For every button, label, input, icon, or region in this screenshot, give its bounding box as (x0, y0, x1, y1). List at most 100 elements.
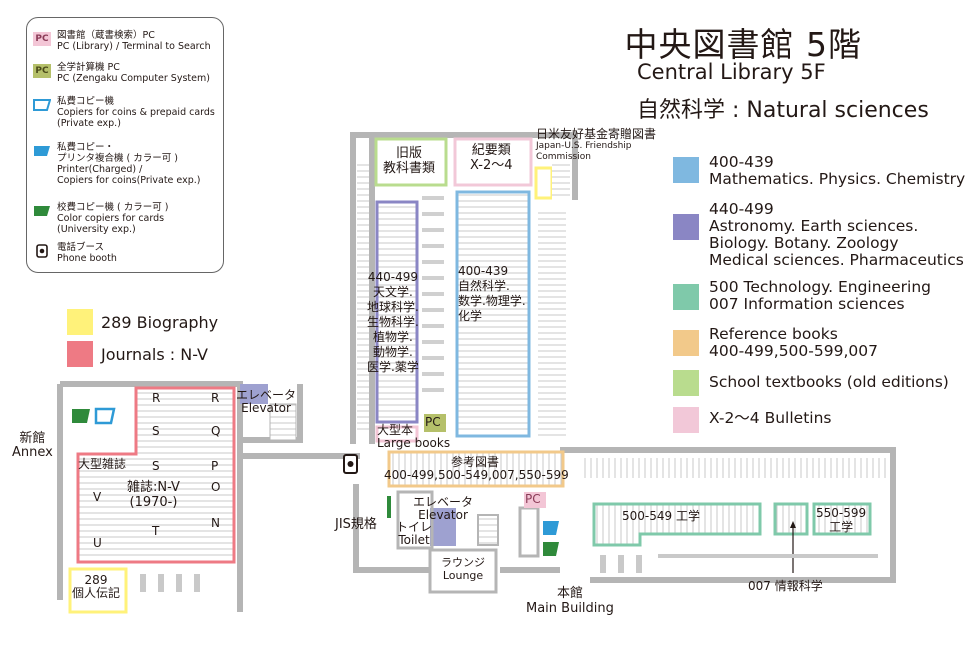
class-400-line2: Mathematics. Physics. Chemistry (709, 170, 966, 188)
main-building-en: Main Building (526, 601, 614, 616)
textbooks-swatch (673, 370, 699, 396)
pc-zengaku-icon: PC (33, 64, 51, 78)
legend-pc-library-jp: 図書館（蔵書検索）PC (57, 30, 155, 41)
annex-private-copier-icon (94, 407, 116, 425)
pc-zengaku-map-label: PC (425, 415, 441, 429)
legend-printer-jp2: プリンタ複合機 ( カラー可 ) (57, 153, 178, 164)
phone-booth-icon (33, 244, 51, 258)
annex-jp: 新館 (19, 431, 46, 446)
jis-label: JIS規格 (335, 517, 377, 532)
lounge-jp: ラウンジ (441, 556, 485, 569)
legend-copier-university: 校費コピー機 ( カラー可 )Color copiers for cards(U… (33, 202, 168, 235)
left-elevator-en: Elevator (241, 401, 291, 415)
tower-left-wall-shelves (357, 160, 369, 430)
pc-library-icon: PC (33, 32, 51, 46)
stack-440-line7: 医学.薬学 (367, 360, 419, 374)
journals-large-label: 大型雑誌 (78, 457, 127, 471)
legend-pc-library-en: PC (Library) / Terminal to Search (57, 41, 211, 52)
japan-us-area (534, 166, 554, 200)
map-phone-booth-icon[interactable] (343, 454, 358, 474)
class-500-line2: 007 Information sciences (709, 295, 905, 313)
pc-zengaku-marker[interactable] (424, 414, 446, 432)
stack-400-line2: 自然科学. (458, 279, 510, 293)
bulletins-label: X-2～4 Bulletins (709, 409, 832, 427)
stack-440-area (375, 200, 419, 424)
main-university-copier-icon[interactable] (543, 542, 559, 556)
legend-printer-private: 私費コピー・プリンタ複合機 ( カラー可 )Printer(Charged) /… (33, 142, 200, 186)
bulletins-area (453, 137, 533, 187)
lounge-room (428, 548, 498, 594)
journal-letter-n: N (211, 516, 220, 530)
legend-phone-en: Phone booth (57, 253, 117, 264)
stack-400-line1: 400-439 (458, 264, 509, 278)
reference-en: 400-499,500-549,007,550-599 (384, 468, 569, 482)
pc-library-marker[interactable] (524, 492, 546, 508)
journal-letter-r1: R (152, 391, 161, 405)
eng-500-area (592, 502, 762, 547)
old-textbooks-line1: 旧版 (396, 146, 423, 161)
annex-shelves (140, 574, 200, 592)
toilet-en: Toilet (398, 533, 430, 547)
stack-440-line1: 440-499 (367, 270, 418, 284)
main-building-jp: 本館 (556, 586, 583, 601)
stack-440-line5: 植物学. (373, 330, 413, 344)
info-007-area (773, 502, 809, 536)
legend-printer-jp1: 私費コピー・ (57, 142, 115, 153)
main-printer-copier-icon[interactable] (543, 521, 559, 535)
class-440-line1: 440-499 (709, 200, 774, 218)
journals-years-text: (1970-) (129, 495, 178, 510)
legend-copier-private-en2: (Private exp.) (57, 118, 121, 129)
class-440-line2: Astronomy. Earth sciences. (709, 217, 919, 235)
biography-jp: 個人伝記 (72, 586, 121, 600)
stack-440-line6: 動物学. (373, 345, 413, 359)
bulletins-line2: X-2～4 (470, 158, 513, 173)
journal-letter-t: T (152, 524, 160, 538)
page-subject: 自然科学 : Natural sciences (637, 98, 929, 123)
legend-printer-en2: Copiers for coins(Private exp.) (57, 175, 201, 186)
old-textbooks-line2: 教科書類 (383, 161, 436, 176)
eng-550-line2: 工学 (829, 520, 854, 534)
old-textbooks-label: 旧版教科書類 (383, 146, 435, 176)
toilet-jp: トイレ (396, 520, 433, 534)
legend-copier-university-en1: Color copiers for cards (57, 213, 165, 224)
stack-400-line4: 化学 (458, 309, 483, 323)
journal-letter-o: O (211, 480, 221, 494)
large-books-jp: 大型本 (377, 423, 414, 437)
page-title: 中央図書館 5階 (624, 25, 862, 64)
legend-printer-en1: Printer(Charged) / (57, 164, 143, 175)
journals-main-label: 雑誌:N-V(1970-) (127, 480, 180, 510)
class-440-line3: Biology. Botany. Zoology (709, 234, 899, 252)
legend-copier-private-en1: Copiers for coins & prepaid cards (57, 107, 215, 118)
stack-440-line4: 生物科学. (367, 315, 419, 329)
reference-jp: 参考図書 (450, 455, 499, 469)
left-elevator-box (240, 384, 268, 404)
center-elevator-en: Elevator (418, 508, 468, 522)
middle-shelves (422, 196, 444, 392)
class-500-line1: 500 Technology. Engineering (709, 278, 931, 296)
stack-400-label: 400-439 自然科学. 数学.物理学. 化学 (458, 264, 526, 324)
center-elevator-box (430, 508, 456, 546)
center-elevator-jp: エレベータ (413, 495, 474, 509)
eng-500-label: 500-549 工学 (622, 509, 700, 523)
journals-swatch (67, 341, 93, 367)
center-column (518, 506, 540, 558)
reference-line2: 400-499,500-599,007 (709, 342, 878, 360)
class-400-line1: 400-439 (709, 153, 774, 171)
